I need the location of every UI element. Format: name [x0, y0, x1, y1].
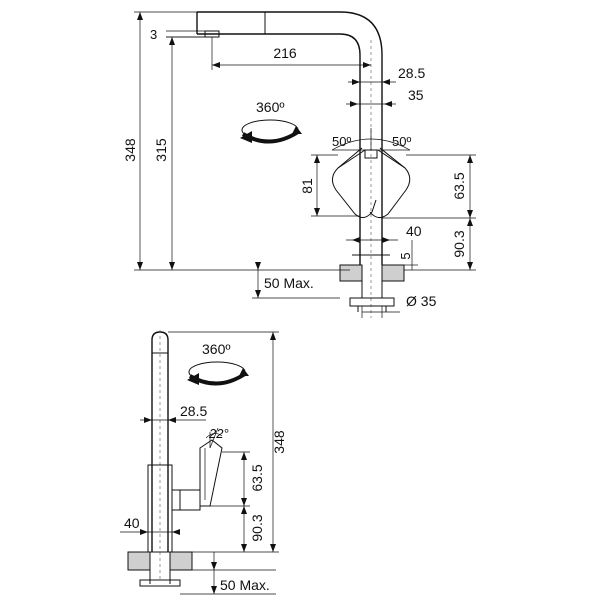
body-width-label: 35	[408, 87, 424, 103]
side-sink-section	[127, 551, 193, 587]
faucet-body	[359, 40, 383, 318]
dimension-35	[346, 101, 396, 107]
dimension-diameter	[361, 306, 400, 318]
height-total-label: 348	[122, 138, 138, 162]
faucet-spout	[196, 11, 383, 135]
height-spout-label: 315	[153, 138, 169, 162]
dimension-50-max	[252, 262, 340, 299]
side-lever-angle	[205, 427, 223, 449]
side-dimension-90-3	[241, 506, 247, 552]
side-faucet-body	[151, 330, 169, 580]
rotation-label: 360º	[256, 99, 284, 115]
dimension-3	[166, 30, 205, 38]
side-rotation-icon	[187, 361, 249, 386]
faucet-lever-right	[369, 147, 411, 218]
lever-height-label: 81	[299, 178, 315, 194]
dimension-315	[166, 36, 205, 270]
side-dimension-40	[120, 529, 180, 535]
side-lever-top-label: 63.5	[249, 464, 265, 491]
side-view: 22° 360º 348	[120, 330, 287, 595]
dimension-28-5	[348, 79, 396, 85]
side-base-height-label: 90.3	[249, 514, 265, 541]
side-height-total-label: 348	[271, 430, 287, 454]
side-rotation-label: 360º	[202, 341, 230, 357]
spout-offset-label: 3	[150, 27, 157, 42]
side-body-width-label: 28.5	[180, 403, 207, 419]
body-width-upper-label: 28.5	[398, 65, 425, 81]
side-lever-angle-label: 22°	[208, 426, 229, 441]
side-dimension-63-5	[210, 451, 250, 507]
lever-top-label: 63.5	[451, 172, 467, 199]
lever-angle-left-label: 50º	[332, 134, 351, 149]
dimension-90-3	[404, 218, 476, 271]
side-dimension-50-max	[180, 552, 276, 595]
side-dimension-348	[168, 331, 279, 553]
side-base-width-label: 40	[124, 515, 140, 531]
lever-angle-right-label: 50º	[392, 134, 411, 149]
dimension-40	[346, 237, 398, 243]
lever-angle-arc	[331, 128, 411, 151]
base-height-label: 90.3	[451, 230, 467, 257]
side-lever	[199, 439, 223, 507]
dimension-81	[311, 154, 360, 217]
dimension-63-5	[382, 154, 476, 219]
rotation-icon	[240, 119, 302, 144]
dimension-216	[211, 37, 371, 70]
reach-label: 216	[273, 45, 297, 61]
side-dimension-28-5	[140, 417, 206, 423]
gap-label: 5	[398, 252, 413, 259]
base-width-label: 40	[406, 223, 422, 239]
dimension-348	[134, 11, 350, 271]
sink-thickness-label: 50 Max.	[264, 275, 314, 291]
dimension-5	[404, 240, 418, 270]
faucet-lever-left	[332, 147, 377, 218]
sink-section	[339, 264, 405, 312]
hole-diameter-label: Ø 35	[406, 293, 437, 309]
side-base-block	[147, 464, 201, 553]
front-view: 50º 50º 348 315	[122, 11, 476, 318]
side-sink-thickness-label: 50 Max.	[220, 577, 270, 593]
